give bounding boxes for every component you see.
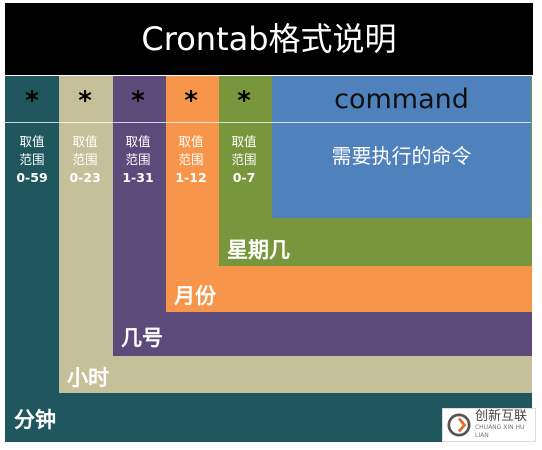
range-weekday: 取值范围 0-7	[218, 133, 270, 187]
diagram-title: Crontab格式说明	[141, 20, 397, 58]
range-value: 0-23	[69, 170, 101, 185]
range-label: 取值范围	[178, 134, 204, 167]
star-weekday: *	[237, 86, 251, 116]
star-month: *	[184, 86, 198, 116]
range-minute: 取值范围 0-59	[6, 133, 58, 187]
title-bar: Crontab格式说明	[5, 3, 533, 75]
watermark-text: 创新互联 CHUANG XIN HU LIAN	[475, 410, 535, 440]
label-weekday: 星期几	[227, 238, 290, 262]
range-value: 1-12	[175, 170, 207, 185]
command-description: 需要执行的命令	[331, 144, 472, 168]
range-value: 0-59	[16, 170, 48, 185]
range-label: 取值范围	[125, 134, 151, 167]
label-month: 月份	[174, 284, 216, 308]
range-value: 1-31	[122, 170, 154, 185]
range-month: 取值范围 1-12	[165, 133, 217, 187]
star-day: *	[131, 86, 145, 116]
range-hour: 取值范围 0-23	[59, 133, 111, 187]
range-day: 取值范围 1-31	[112, 133, 164, 187]
range-value: 0-7	[232, 170, 256, 185]
star-minute: *	[25, 86, 39, 116]
range-label: 取值范围	[231, 134, 257, 167]
command-heading: command	[334, 84, 469, 115]
range-label: 取值范围	[72, 134, 98, 167]
chuangxin-logo-icon	[447, 413, 471, 437]
label-hour: 小时	[67, 366, 109, 390]
watermark-text-en: CHUANG XIN HU LIAN	[474, 424, 525, 439]
watermark-text-cn: 创新互联	[474, 409, 527, 424]
star-hour: *	[78, 86, 92, 116]
watermark: 创新互联 CHUANG XIN HU LIAN	[442, 408, 536, 442]
band-command	[272, 76, 531, 218]
label-day: 几号	[121, 326, 163, 350]
range-label: 取值范围	[19, 134, 45, 167]
label-minute: 分钟	[14, 408, 56, 432]
separator-line	[5, 122, 531, 123]
